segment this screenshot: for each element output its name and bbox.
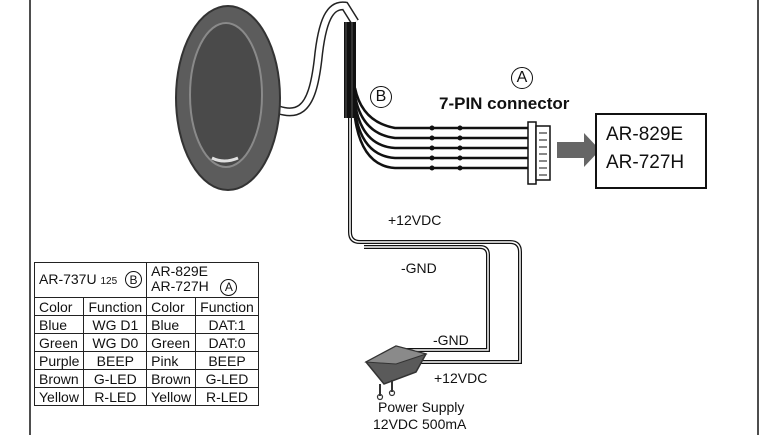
wire-marker: B <box>370 86 392 108</box>
wire-bundle <box>344 22 356 118</box>
right-model-marker: A <box>220 279 238 296</box>
table-cell: G-LED <box>195 369 259 388</box>
table-cell: Yellow <box>33 387 85 406</box>
table-row: Green WG D0 Green DAT:0 <box>33 333 259 352</box>
power-positive-label-adapter: +12VDC <box>434 370 488 386</box>
table-cell: Brown <box>33 369 85 388</box>
table-cell: Yellow <box>146 387 197 406</box>
ground-label-top: -GND <box>401 260 437 276</box>
power-adapter <box>364 345 428 401</box>
ground-label-adapter: -GND <box>433 332 469 348</box>
reader-cable <box>255 1 359 117</box>
table-cell: Green <box>33 333 85 352</box>
table-cell: Green <box>146 333 197 352</box>
table-cell: WG D0 <box>83 333 148 352</box>
table-cell: DAT:1 <box>195 315 259 334</box>
wiring-table: AR-737U 125 B AR-829E AR-727H A Color Fu… <box>33 262 259 406</box>
table-header-cell: Function <box>195 297 259 316</box>
table-cell: BEEP <box>195 351 259 370</box>
table-cell: Pink <box>146 351 197 370</box>
table-row: Brown G-LED Brown G-LED <box>33 369 259 388</box>
connector-title: 7-PIN connector <box>439 94 570 113</box>
wire-dots <box>429 125 463 171</box>
left-model-name: AR-737U <box>39 270 97 287</box>
table-header-row: Color Function Color Function <box>33 297 259 316</box>
power-supply-spec: 12VDC 500mA <box>373 416 467 432</box>
table-row: Yellow R-LED Yellow R-LED <box>33 387 259 406</box>
card-reader <box>175 5 281 191</box>
table-cell: Blue <box>33 315 85 334</box>
table-header-cell: Color <box>33 297 85 316</box>
left-model-marker: B <box>124 271 142 289</box>
power-supply-label: Power Supply <box>378 399 465 415</box>
table-cell: Purple <box>33 351 85 370</box>
table-header-cell: Function <box>83 297 148 316</box>
table-cell: Blue <box>146 315 197 334</box>
left-model-suffix: 125 <box>100 275 118 287</box>
power-positive-label: +12VDC <box>388 212 442 228</box>
table-row: Blue WG D1 Blue DAT:1 <box>33 315 259 334</box>
controller-label-line2: AR-727H <box>606 152 685 173</box>
right-model-cell: AR-829E AR-727H A <box>146 262 259 298</box>
table-cell: BEEP <box>83 351 148 370</box>
right-model-name-line2: AR-727H <box>151 278 209 295</box>
table-row: Purple BEEP Pink BEEP <box>33 351 259 370</box>
table-cell: G-LED <box>83 369 148 388</box>
table-cell: DAT:0 <box>195 333 259 352</box>
controller-box <box>595 113 707 189</box>
controller-label-line1: AR-829E <box>606 124 684 145</box>
connector-arrow <box>557 133 600 167</box>
left-model-cell: AR-737U 125 B <box>33 262 148 298</box>
table-cell: WG D1 <box>83 315 148 334</box>
seven-pin-connector <box>527 121 551 185</box>
table-cell: R-LED <box>195 387 259 406</box>
table-cell: Brown <box>146 369 197 388</box>
table-model-row: AR-737U 125 B AR-829E AR-727H A <box>33 262 259 298</box>
reader-led <box>211 156 239 163</box>
table-header-cell: Color <box>146 297 197 316</box>
table-cell: R-LED <box>83 387 148 406</box>
signal-wires <box>353 87 530 170</box>
power-cable <box>348 118 522 364</box>
right-model-name-line1: AR-829E <box>151 263 208 279</box>
connector-marker: A <box>511 67 533 89</box>
